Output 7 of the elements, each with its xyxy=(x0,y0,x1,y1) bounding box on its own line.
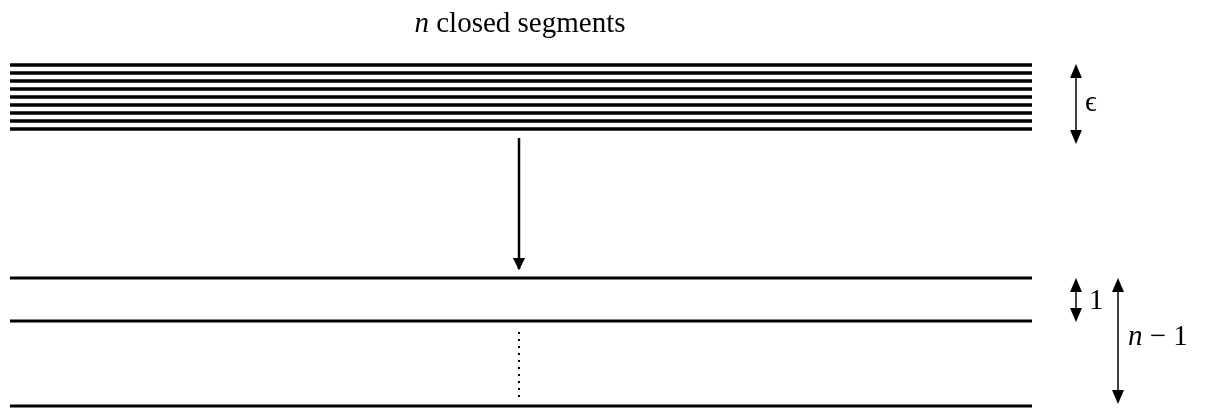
dimension-label: ϵ xyxy=(1085,84,1097,118)
dimension-label: n − 1 xyxy=(1128,318,1188,352)
arrow xyxy=(512,138,526,271)
title: n closed segments xyxy=(413,5,627,40)
dimension-label: 1 xyxy=(1089,282,1104,316)
segment-stack xyxy=(10,275,1032,409)
segment-bundle xyxy=(10,62,1032,132)
